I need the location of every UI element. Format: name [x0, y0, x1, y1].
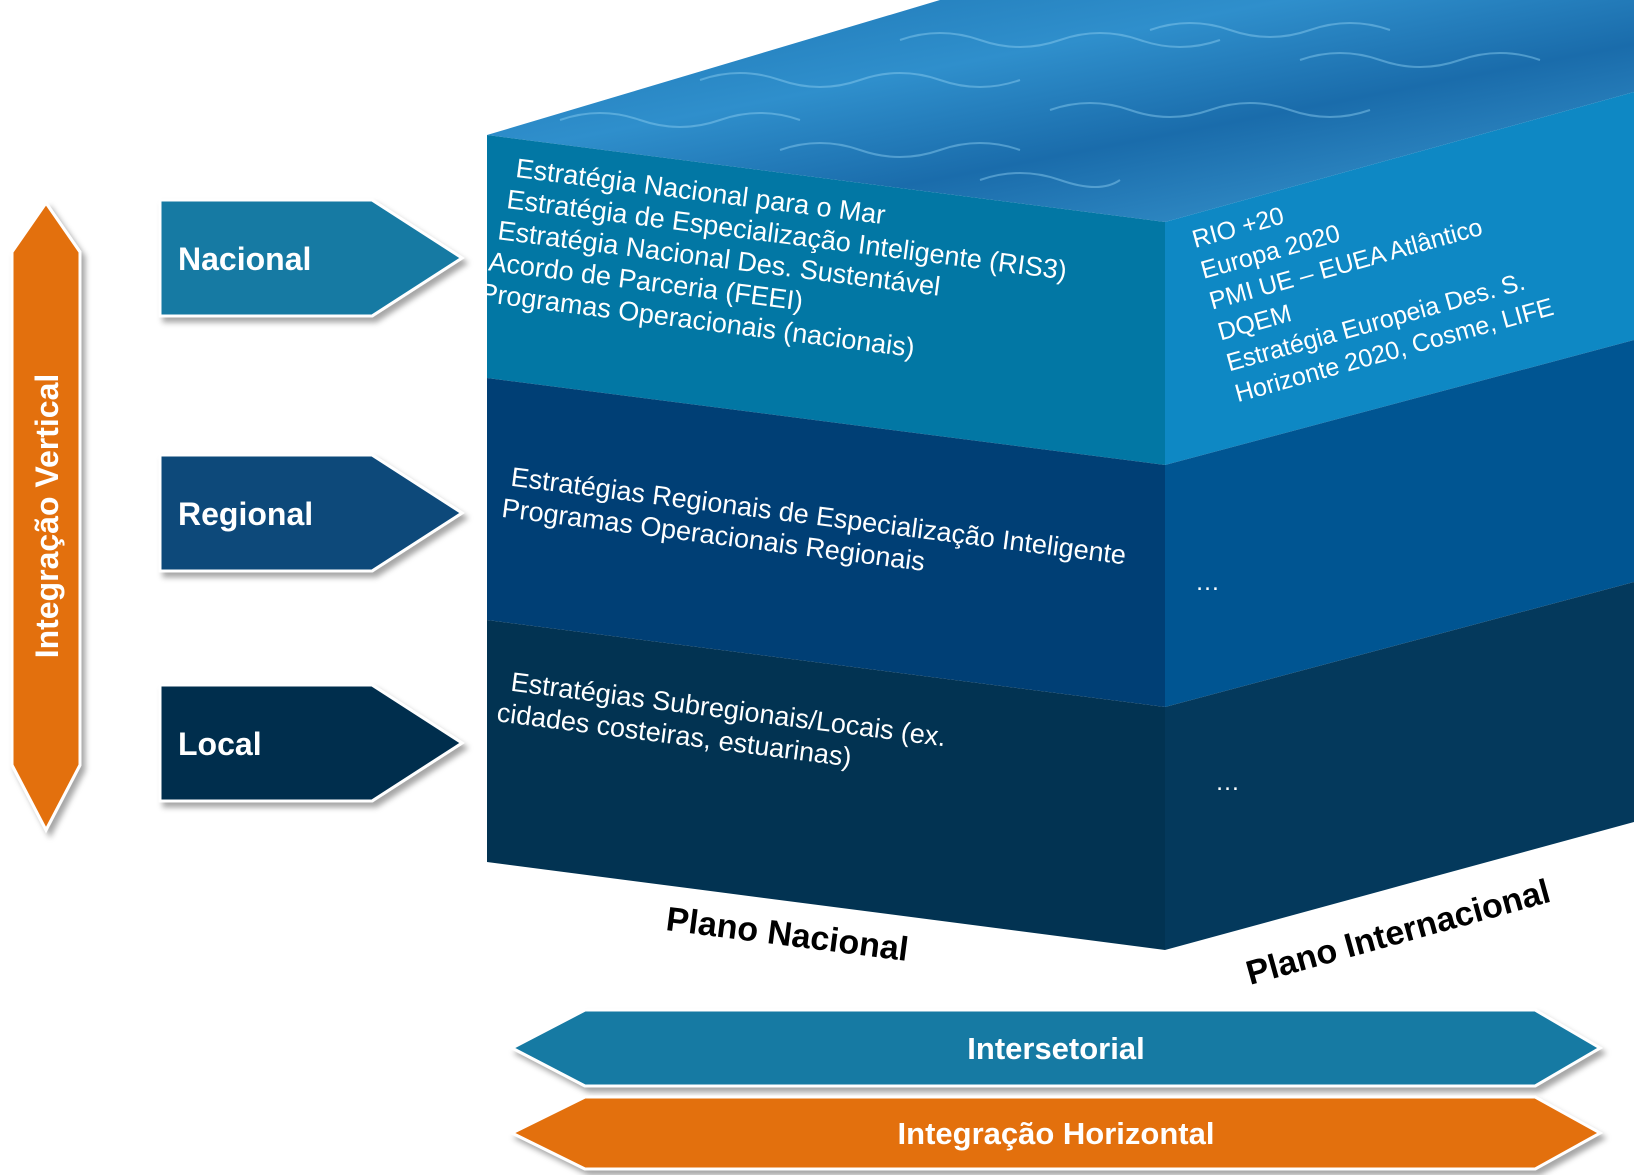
side-face-nacional [1165, 92, 1634, 465]
level-arrow-shape [158, 198, 465, 318]
vertical-integration-arrow: Integração Vertical [10, 200, 82, 834]
level-arrow-shape [158, 453, 465, 573]
intersectoral-arrow-shape [508, 1008, 1603, 1088]
side-text-local: … [1215, 768, 1240, 796]
horizontal-arrow-shape [508, 1095, 1604, 1171]
side-face-regional [1165, 340, 1634, 707]
vertical-axis-label: Integração Vertical [29, 374, 65, 659]
level-label-nacional: Nacional [178, 241, 311, 277]
intersectoral-label: Intersetorial [967, 1031, 1144, 1066]
side-face-local [1165, 582, 1634, 950]
cube-top-face-sea [487, 0, 1634, 222]
level-arrow-regional: Regional [158, 453, 465, 573]
level-arrow-nacional: Nacional [158, 198, 465, 318]
vertical-arrow-shape [10, 200, 82, 834]
level-label-regional: Regional [178, 496, 313, 532]
front-face-nacional [487, 135, 1165, 465]
side-text-regional: … [1195, 568, 1220, 596]
horizontal-integration-label: Integração Horizontal [898, 1116, 1215, 1151]
intersectoral-band: Intersetorial [508, 1008, 1603, 1088]
front-face-regional [487, 378, 1165, 707]
sea-wave-texture [559, 22, 1541, 188]
cube [487, 0, 1634, 950]
level-arrow-shape [158, 683, 465, 803]
front-face-local [487, 620, 1165, 950]
level-arrow-local: Local [158, 683, 465, 803]
horizontal-integration-band: Integração Horizontal [508, 1095, 1604, 1171]
level-label-local: Local [178, 726, 262, 762]
